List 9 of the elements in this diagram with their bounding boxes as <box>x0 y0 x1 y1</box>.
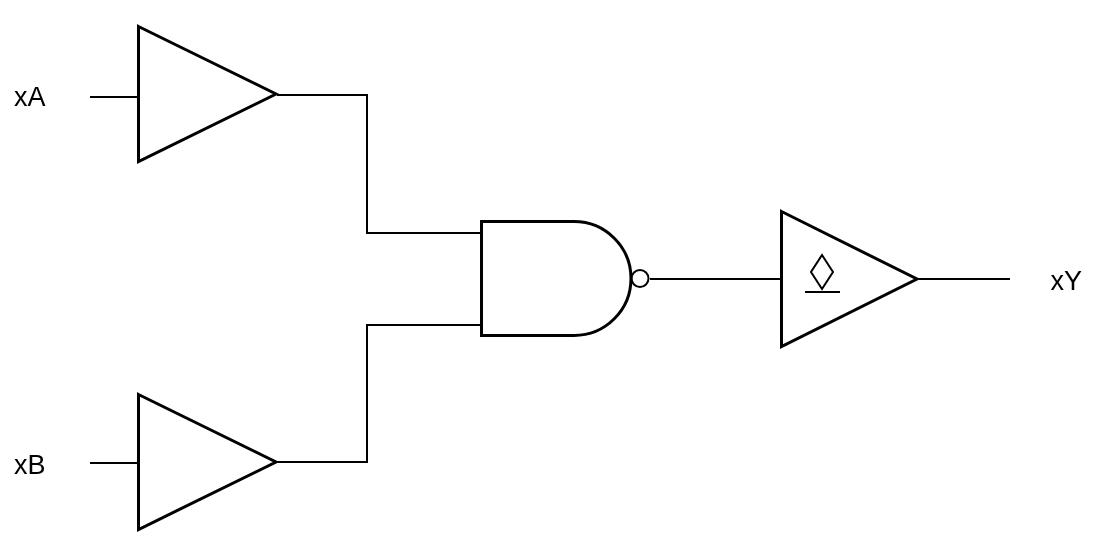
wire <box>89 96 138 98</box>
wire <box>276 324 481 463</box>
wire <box>917 278 1011 280</box>
signal-label: xB <box>14 450 46 480</box>
wire <box>649 278 781 280</box>
signal-label: xA <box>14 82 46 112</box>
wire <box>89 462 138 464</box>
signal-label: xY <box>1050 266 1082 296</box>
wire <box>276 94 481 234</box>
